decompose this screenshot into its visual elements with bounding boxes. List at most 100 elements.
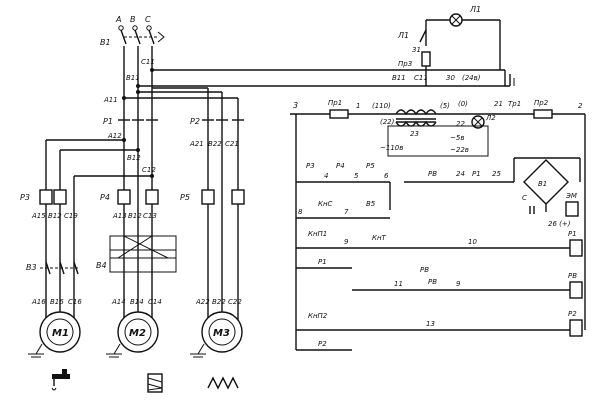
ctrl-p3-label: P3 (306, 162, 315, 170)
contactor-p2-label: P2 (190, 117, 200, 126)
ctrl-node-24: 24 (456, 170, 465, 178)
fuse-pr1 (329, 109, 349, 119)
ctrl-knt-label: КнТ (372, 234, 387, 242)
terminal-a (118, 25, 124, 31)
ctrl-node-9b: 9 (456, 280, 461, 288)
term-b22b: B22 (212, 298, 226, 306)
spindle-icon (147, 373, 163, 393)
node-c21: C21 (225, 140, 239, 148)
ctrl-node-11: 11 (394, 280, 403, 288)
node-b22: B22 (208, 140, 222, 148)
coil-pb-label: РВ (568, 272, 577, 280)
node-c12: C12 (142, 166, 156, 174)
term-c14: C14 (148, 298, 162, 306)
ctrl-p1-label-b: P1 (472, 170, 481, 178)
coil-p2-label: P2 (568, 310, 577, 318)
node-22: 22 (456, 120, 465, 128)
term-b14: B14 (130, 298, 144, 306)
term-b12: B12 (48, 212, 62, 220)
node-b12: B12 (127, 154, 141, 162)
ctrl-knc-label: КнС (318, 200, 333, 208)
node-a12: A12 (107, 132, 122, 140)
lamp-switch-label: Л1 (397, 31, 409, 40)
motor-m2: M2 (106, 311, 159, 358)
ctrl-p1-label-c: P1 (318, 258, 327, 266)
fuse-pr2-label: Пр2 (534, 99, 549, 107)
node-a21: A21 (189, 140, 204, 148)
lamp-l2-label: Л2 (485, 114, 496, 122)
ctrl-b5-label: В5 (366, 200, 376, 208)
term-a16: A16 (31, 298, 46, 306)
motor-m2-label: M2 (129, 328, 146, 339)
tap-0: (0) (458, 100, 468, 108)
ctrl-p4-label: P4 (336, 162, 345, 170)
term-a15: A15 (31, 212, 46, 220)
node-24v: (24в) (462, 74, 481, 82)
phase-label-b: B (130, 15, 136, 24)
wire-31: 31 (412, 46, 421, 54)
relay-p5-label: P5 (180, 193, 190, 202)
ctrl-pb-label: РВ (428, 170, 437, 178)
phase-label-a: A (115, 15, 121, 24)
term-c16: C16 (68, 298, 82, 306)
term-c22: C22 (228, 298, 242, 306)
relay-p3-label: P3 (20, 193, 30, 202)
ctrl-node-8: 8 (298, 208, 303, 216)
ctrl-node-4: 4 (324, 172, 328, 180)
ctrl-node-5: 5 (354, 172, 359, 180)
motor-m1-label: M1 (52, 328, 69, 339)
node-1: 1 (356, 102, 360, 110)
coil-p2 (569, 319, 583, 337)
fuse-pr1-label: Пр1 (328, 99, 342, 107)
ctrl-knp1-label: КнП1 (308, 230, 327, 238)
ctrl-knp2-label: КнП2 (308, 312, 328, 320)
em-label: ЭМ (565, 192, 577, 200)
tap-5: (5) (440, 102, 450, 110)
volt-5: ~5в (450, 134, 464, 142)
volt-22: ~22в (450, 146, 469, 154)
term-c13: C13 (143, 212, 157, 220)
ctrl-pb-label-c: РВ (428, 278, 437, 286)
fuse-pr3-label: Пр3 (398, 60, 412, 68)
phase-label-c: C (145, 15, 151, 24)
motor-m3-label: M3 (213, 328, 230, 339)
lamp-l1-label: Л1 (469, 5, 481, 14)
ctrl-node-13: 13 (426, 320, 435, 328)
term-a22: A22 (195, 298, 210, 306)
term-a13: A13 (112, 212, 127, 220)
switch-b1-label: B1 (100, 38, 111, 47)
ctrl-pb-label-b: РВ (420, 266, 429, 274)
ctrl-p5-label: P5 (366, 162, 375, 170)
fuse-pr3 (421, 51, 431, 67)
cap-label: С (522, 194, 527, 202)
feed-zigzag-icon (207, 376, 239, 390)
ctrl-node-25: 25 (492, 170, 501, 178)
node-b11: B11 (126, 74, 140, 82)
coil-pb (569, 281, 583, 299)
node-26: 26 (+) (548, 220, 571, 228)
tap-110: (110) (372, 102, 391, 110)
terminal-c (146, 25, 152, 31)
node-3: 3 (293, 101, 298, 110)
em-coil (565, 201, 579, 217)
node-c11-top: C11 (414, 74, 428, 82)
term-b12b: B12 (128, 212, 142, 220)
relay-p4-label: P4 (100, 193, 110, 202)
fuse-pr2 (533, 109, 553, 119)
node-c11: C11 (141, 58, 155, 66)
switch-b4-label: B4 (96, 261, 107, 270)
switch-b3-label: B3 (26, 263, 37, 272)
bridge-label: В1 (538, 180, 547, 188)
ctrl-node-6: 6 (384, 172, 389, 180)
ctrl-node-10: 10 (468, 238, 477, 246)
ctrl-node-7: 7 (344, 208, 349, 216)
volt-110: ~110в (380, 144, 403, 152)
term-b16: B16 (50, 298, 64, 306)
node-23: 23 (410, 130, 419, 138)
motor-m3: M3 (190, 311, 243, 358)
tr1-label: Тр1 (508, 100, 521, 108)
terminal-b (132, 25, 138, 31)
ctrl-node-9: 9 (344, 238, 349, 246)
ctrl-p2-label: P2 (318, 340, 327, 348)
